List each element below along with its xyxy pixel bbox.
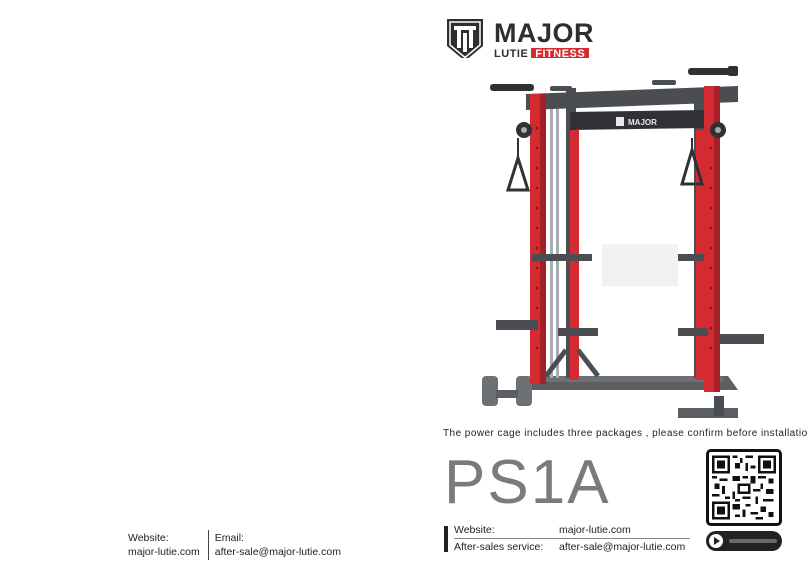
contact-accent-bar	[444, 526, 448, 552]
footer-website-value[interactable]: major-lutie.com	[128, 546, 200, 558]
footer-divider	[207, 530, 209, 560]
qr-code-icon[interactable]	[706, 449, 782, 526]
brand-subline: LUTIE FITNESS	[494, 47, 594, 61]
qr-pattern	[712, 455, 776, 520]
footer-email-value[interactable]: after-sale@major-lutie.com	[214, 546, 341, 558]
brand-wordmark: MAJOR LUTIE FITNESS	[494, 17, 595, 61]
brand-sub-right: FITNESS	[531, 47, 590, 61]
contact-website-value[interactable]: major-lutie.com	[559, 524, 631, 536]
product-image: MAJOR	[438, 58, 808, 426]
video-play-button[interactable]	[706, 531, 782, 551]
footer-email-block: Email: after-sale@major-lutie.com	[215, 531, 349, 560]
footer-website-label: Website:	[128, 532, 169, 544]
power-cage-illustration: MAJOR	[482, 66, 764, 418]
left-page-footer: Website: major-lutie.com Email: after-sa…	[128, 530, 349, 560]
contact-website-label: Website:	[454, 524, 495, 536]
frame-logo-text: MAJOR	[628, 118, 657, 127]
contact-service-row: After-sales service: after-sale@major-lu…	[454, 541, 685, 553]
brand-shield-icon	[447, 19, 483, 61]
model-number: PS1A	[444, 448, 611, 517]
brand-logo: MAJOR LUTIE FITNESS	[444, 16, 594, 64]
play-progress-track	[729, 539, 777, 543]
package-caption: The power cage includes three packages ,…	[443, 428, 808, 439]
footer-email-label: Email:	[214, 532, 244, 544]
brand-sub-left: LUTIE	[494, 47, 529, 60]
contact-website-row: Website: major-lutie.com	[454, 524, 631, 536]
contact-service-value[interactable]: after-sale@major-lutie.com	[559, 541, 686, 553]
contact-divider	[454, 538, 690, 539]
brand-name: MAJOR	[494, 17, 595, 48]
contact-service-label: After-sales service:	[454, 541, 544, 553]
play-icon	[709, 534, 723, 548]
footer-website-block: Website: major-lutie.com	[128, 531, 208, 560]
